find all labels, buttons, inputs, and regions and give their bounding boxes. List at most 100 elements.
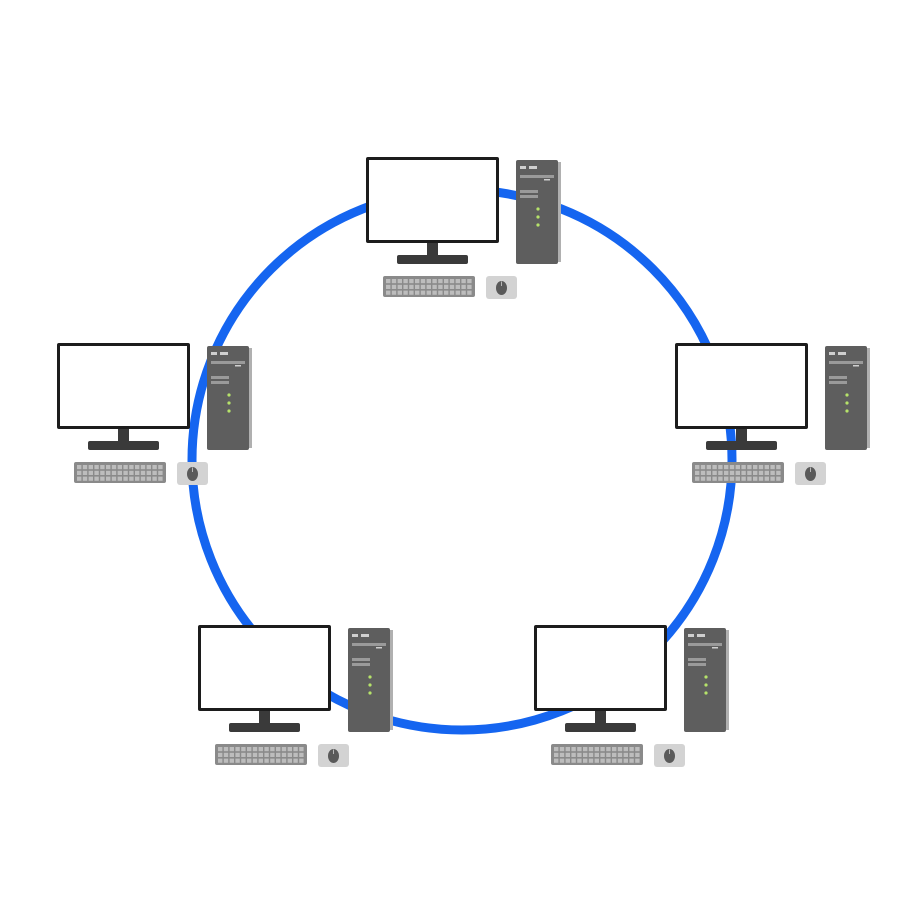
tower-led: [368, 675, 372, 679]
drive-bay: [211, 381, 229, 384]
tower-button: [697, 634, 705, 637]
keyboard-key: [444, 290, 449, 295]
keyboard-key: [100, 465, 105, 470]
keyboard-key: [577, 747, 582, 752]
tower-button: [352, 634, 358, 637]
keyboard-key: [764, 470, 769, 475]
keyboard-key: [77, 476, 82, 481]
keyboard-key: [764, 465, 769, 470]
keyboard-key: [718, 465, 723, 470]
drive-bay: [352, 663, 370, 666]
monitor-base: [229, 723, 300, 732]
keyboard-key: [600, 752, 605, 757]
keyboard-key: [565, 752, 570, 757]
keyboard-key: [700, 476, 706, 481]
keyboard-key: [252, 747, 258, 752]
keyboard-key: [258, 752, 263, 757]
keyboard-key: [135, 470, 140, 475]
tower-led: [845, 401, 849, 405]
keyboard-key: [612, 758, 617, 763]
tower-body: [684, 628, 726, 732]
keyboard-key: [241, 758, 246, 763]
keyboard-key: [724, 476, 729, 481]
keyboard-key: [776, 465, 781, 470]
tower-button: [520, 166, 526, 169]
keyboard-key: [281, 758, 287, 763]
keyboard-key: [753, 470, 758, 475]
keyboard-key: [247, 747, 252, 752]
keyboard-key: [770, 470, 775, 475]
monitor-screen: [369, 160, 496, 240]
keyboard-key: [258, 747, 263, 752]
keyboard-key: [583, 752, 588, 757]
keyboard-key: [461, 290, 466, 295]
tower-led: [704, 683, 708, 687]
keyboard-key: [287, 758, 292, 763]
mouse-icon: [486, 276, 517, 299]
keyboard-key: [111, 476, 117, 481]
keyboard-key: [94, 465, 99, 470]
keyboard-key: [617, 747, 623, 752]
keyboard-key: [729, 476, 735, 481]
keyboard-icon: [692, 462, 784, 483]
drive-bay: [829, 381, 847, 384]
keyboard-key: [629, 752, 634, 757]
drive-bay: [520, 190, 538, 193]
tower-side: [390, 630, 393, 730]
keyboard-key: [577, 752, 582, 757]
drive-bay: [688, 663, 706, 666]
keyboard-key: [287, 752, 292, 757]
keyboard-key: [741, 470, 746, 475]
keyboard-key: [776, 470, 781, 475]
keyboard-key: [438, 290, 443, 295]
tower-body: [825, 346, 867, 450]
mouse-body: [805, 467, 816, 481]
monitor-icon: [534, 625, 667, 732]
keyboard-key: [735, 476, 740, 481]
tower-body: [207, 346, 249, 450]
keyboard-key: [706, 476, 711, 481]
keyboard-icon: [215, 744, 307, 765]
drive-slot: [544, 179, 550, 181]
keyboard-key: [140, 476, 146, 481]
keyboard-key: [409, 284, 414, 289]
keyboard-key: [152, 470, 157, 475]
keyboard-key: [111, 465, 117, 470]
tower-led: [536, 223, 540, 227]
keyboard-key: [449, 290, 455, 295]
keyboard-key: [606, 758, 611, 763]
drive-slot: [376, 647, 382, 649]
keyboard-key: [146, 470, 151, 475]
keyboard-key: [606, 747, 611, 752]
computer-nodes: [57, 157, 870, 767]
keyboard-key: [223, 752, 229, 757]
keyboard-key: [432, 284, 437, 289]
tower-button: [529, 166, 537, 169]
drive-bay: [688, 658, 706, 661]
keyboard-key: [438, 284, 443, 289]
keyboard-key: [623, 758, 628, 763]
keyboard-key: [270, 747, 275, 752]
monitor-base: [88, 441, 159, 450]
keyboard-key: [94, 476, 99, 481]
keyboard-key: [146, 476, 151, 481]
keyboard-key: [158, 476, 163, 481]
mouse-icon: [654, 744, 685, 767]
keyboard-key: [467, 279, 472, 284]
keyboard-key: [123, 476, 128, 481]
keyboard-key: [397, 290, 402, 295]
computer-node-1: [366, 157, 561, 299]
tower-button: [220, 352, 228, 355]
tower-side: [558, 162, 561, 262]
tower-led: [227, 409, 231, 413]
keyboard-key: [467, 284, 472, 289]
keyboard-key: [276, 752, 281, 757]
keyboard-key: [758, 465, 764, 470]
keyboard-key: [438, 279, 443, 284]
keyboard-key: [729, 465, 735, 470]
monitor-screen: [201, 628, 328, 708]
monitor-neck: [118, 429, 129, 442]
keyboard-key: [444, 284, 449, 289]
monitor-base: [397, 255, 468, 264]
keyboard-key: [741, 476, 746, 481]
